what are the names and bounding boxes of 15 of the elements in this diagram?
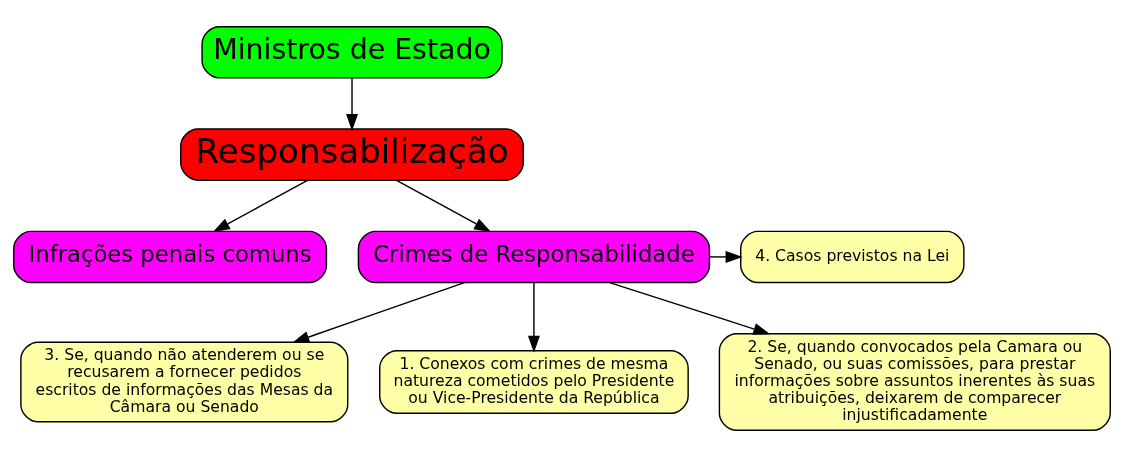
node-box: Ministros de Estado: [201, 25, 503, 79]
node-box: 3. Se, quando não atenderem ou se recusarem a fornecer pedidos escritos de informações das Mesas da Câmara ou Senado: [20, 341, 349, 422]
node-box: 4. Casos previstos na Lei: [740, 230, 965, 283]
arrow: [608, 281, 771, 335]
arrow: [292, 281, 466, 343]
arrow: [212, 179, 309, 232]
node-box: 1. Conexos com crimes de mesma natureza cometidos pelo Presidente ou Vice-Presidente da República: [379, 349, 689, 414]
node-box: Infrações penais comuns: [13, 230, 328, 283]
node-box: 2. Se, quando convocados pela Camara ou Senado, ou suas comissões, para prestar informações sobre assuntos inerentes às suas atribuições, deixarem de comparecer injustificadamente: [718, 332, 1111, 431]
node-box: Crimes de Responsabilidade: [357, 230, 711, 283]
arrow: [527, 281, 540, 353]
arrow: [346, 77, 358, 131]
arrow: [709, 250, 743, 263]
node-box: Responsabilização: [180, 127, 524, 181]
arrow: [395, 179, 492, 232]
